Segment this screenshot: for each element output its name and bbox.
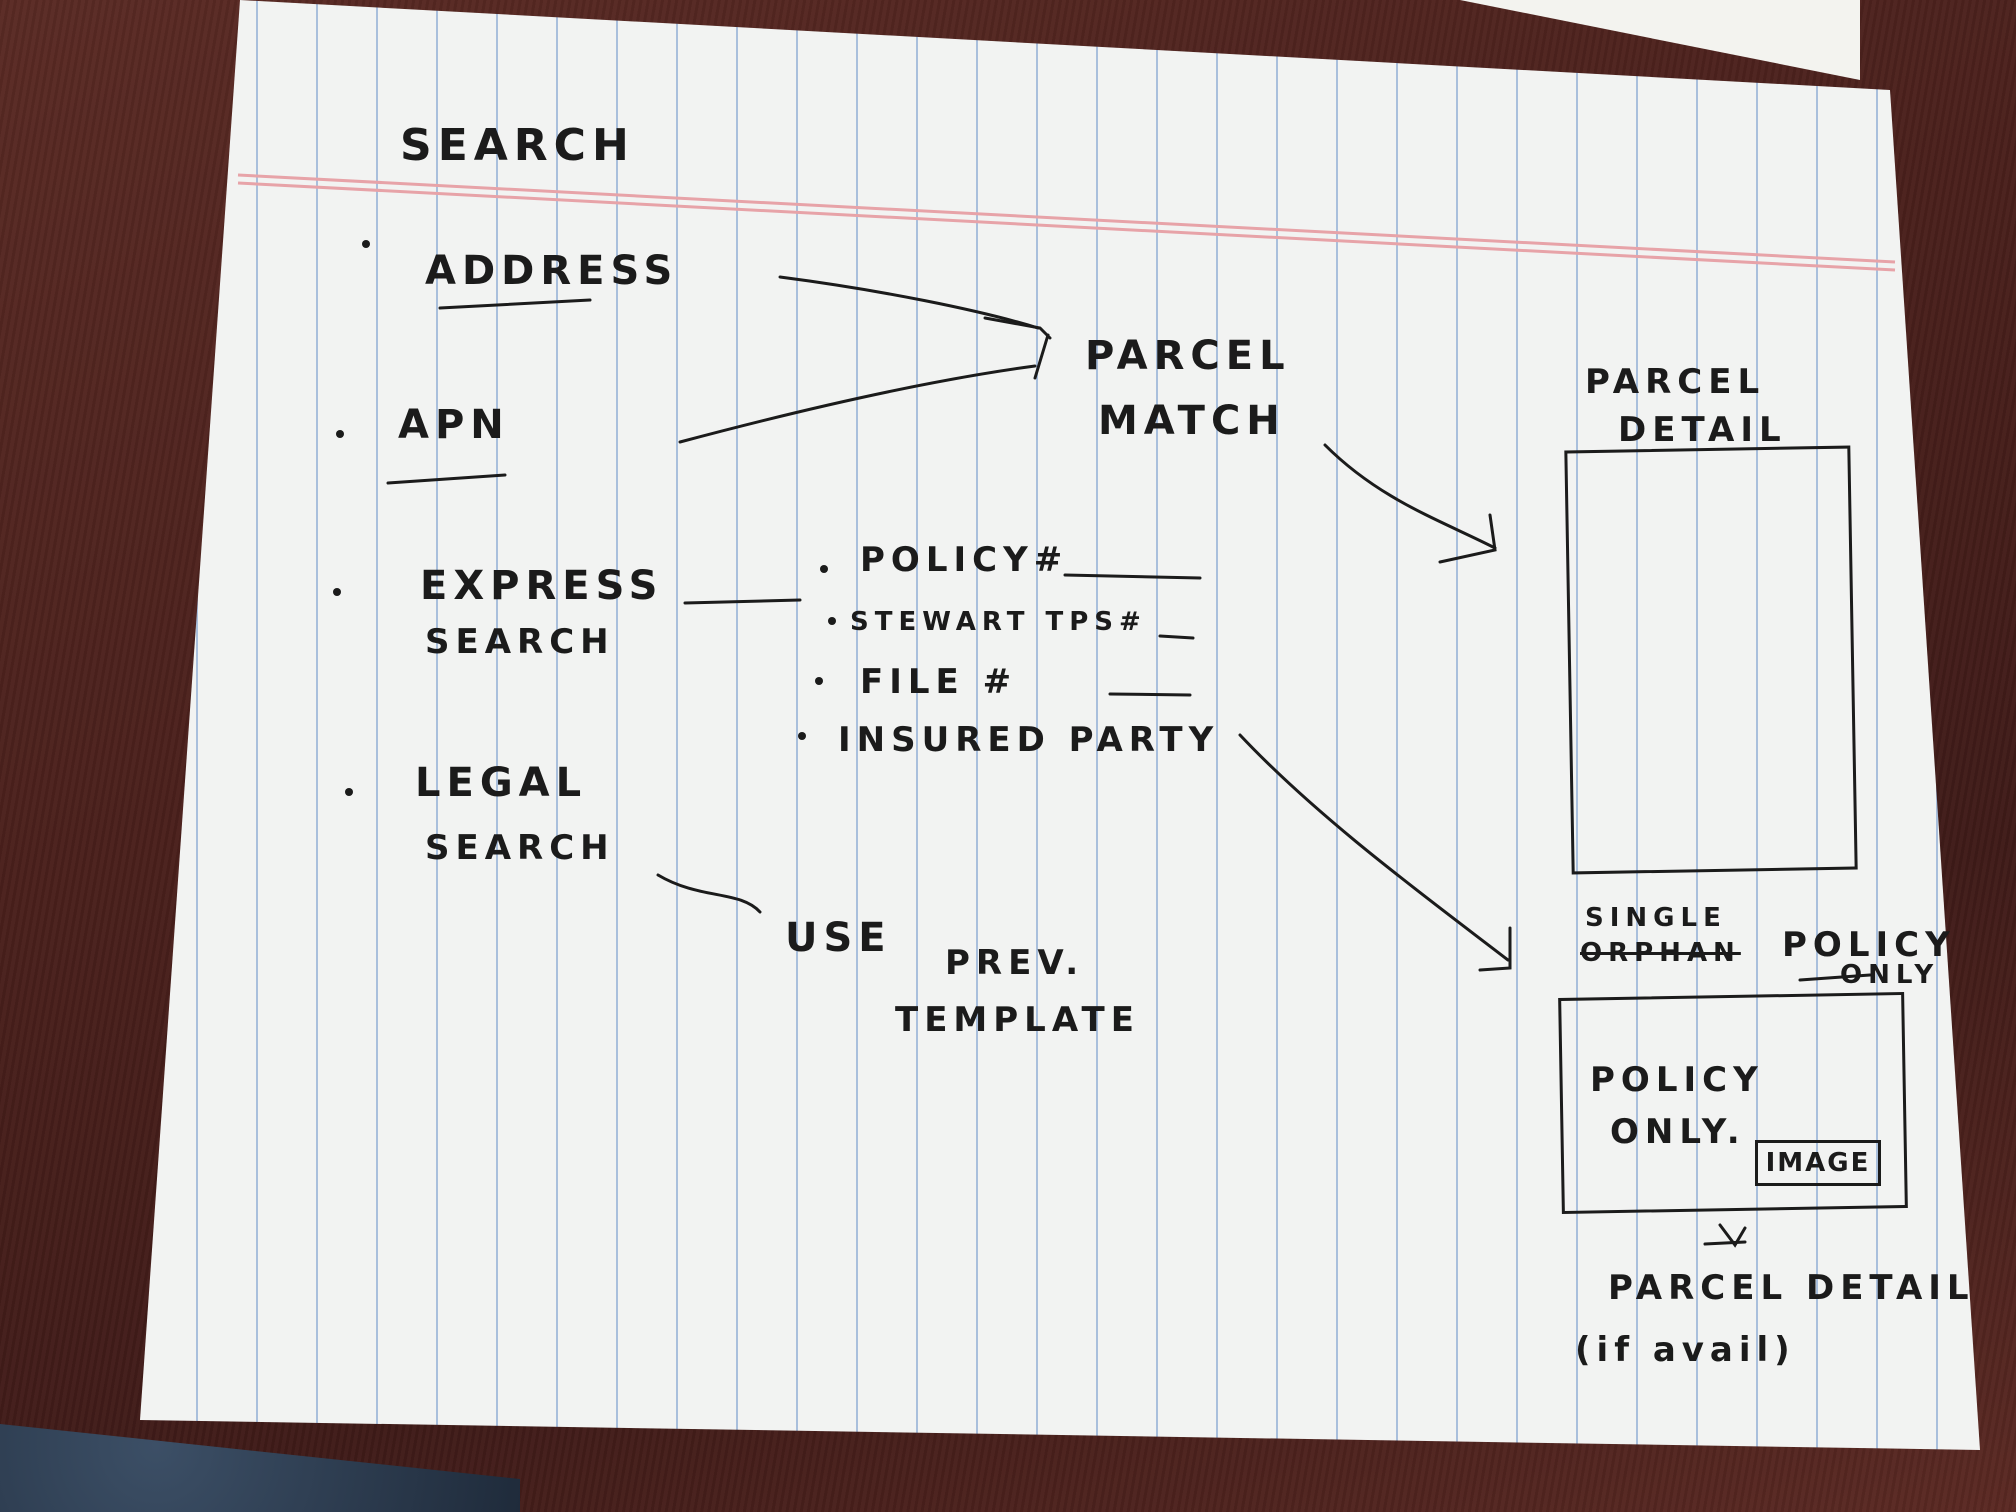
bullet — [336, 430, 344, 438]
underline-apn — [386, 473, 507, 485]
parcel-match-line2: MATCH — [1098, 398, 1286, 444]
legal-note-prev: PREV. — [945, 943, 1085, 983]
orphan-header-struck: ORPHAN — [1580, 938, 1741, 968]
legal-note-use: USE — [785, 915, 892, 961]
line-legal-to-template — [656, 873, 762, 914]
footer-if-available: (if avail) — [1575, 1330, 1796, 1370]
parcel-match-line1: PARCEL — [1085, 333, 1291, 379]
arrow-apn-to-match — [678, 364, 1037, 444]
bullet — [828, 617, 836, 625]
line-express-to-fields — [683, 598, 802, 605]
field-policy-number: POLICY# — [860, 540, 1069, 580]
image-button[interactable]: IMAGE — [1755, 1140, 1881, 1186]
arrow-match-to-detail — [1323, 443, 1497, 550]
policy-box-line2: ONLY. — [1610, 1112, 1746, 1152]
legal-note-template: TEMPLATE — [895, 1000, 1140, 1040]
orphan-header-single: SINGLE — [1585, 903, 1727, 933]
bullet — [345, 788, 353, 796]
option-address: ADDRESS — [425, 248, 679, 294]
underline-address — [438, 298, 592, 310]
bullet — [798, 732, 806, 740]
bullet — [362, 240, 370, 248]
notepad-sheet — [140, 0, 1980, 1450]
arrow-policy-to-footer — [1718, 1223, 1747, 1248]
bullet — [820, 565, 828, 573]
parcel-detail-line2: DETAIL — [1618, 410, 1787, 450]
orphan-header-only: ONLY — [1840, 960, 1940, 990]
policy-box-line1: POLICY — [1590, 1060, 1764, 1100]
option-legal-line2: SEARCH — [425, 828, 615, 868]
sketch-title: SEARCH — [400, 120, 635, 171]
option-express-line1: EXPRESS — [420, 563, 664, 609]
parcel-detail-line1: PARCEL — [1585, 362, 1766, 402]
field-insured-party: INSURED PARTY — [838, 720, 1220, 760]
arrow-address-to-match — [778, 275, 1040, 330]
option-legal-line1: LEGAL — [415, 760, 588, 806]
bullet — [815, 677, 823, 685]
orphan-header-policy: POLICY — [1782, 925, 1956, 965]
arrow-insured-to-policy — [1238, 733, 1510, 962]
field-stewart-tps: STEWART TPS# — [850, 607, 1147, 637]
option-apn: APN — [398, 402, 510, 448]
parcel-detail-box — [1564, 445, 1858, 875]
footer-parcel-detail: PARCEL DETAIL — [1608, 1268, 1975, 1308]
bullet — [333, 588, 341, 596]
option-express-line2: SEARCH — [425, 622, 615, 662]
field-file-number: FILE # — [860, 662, 1018, 702]
